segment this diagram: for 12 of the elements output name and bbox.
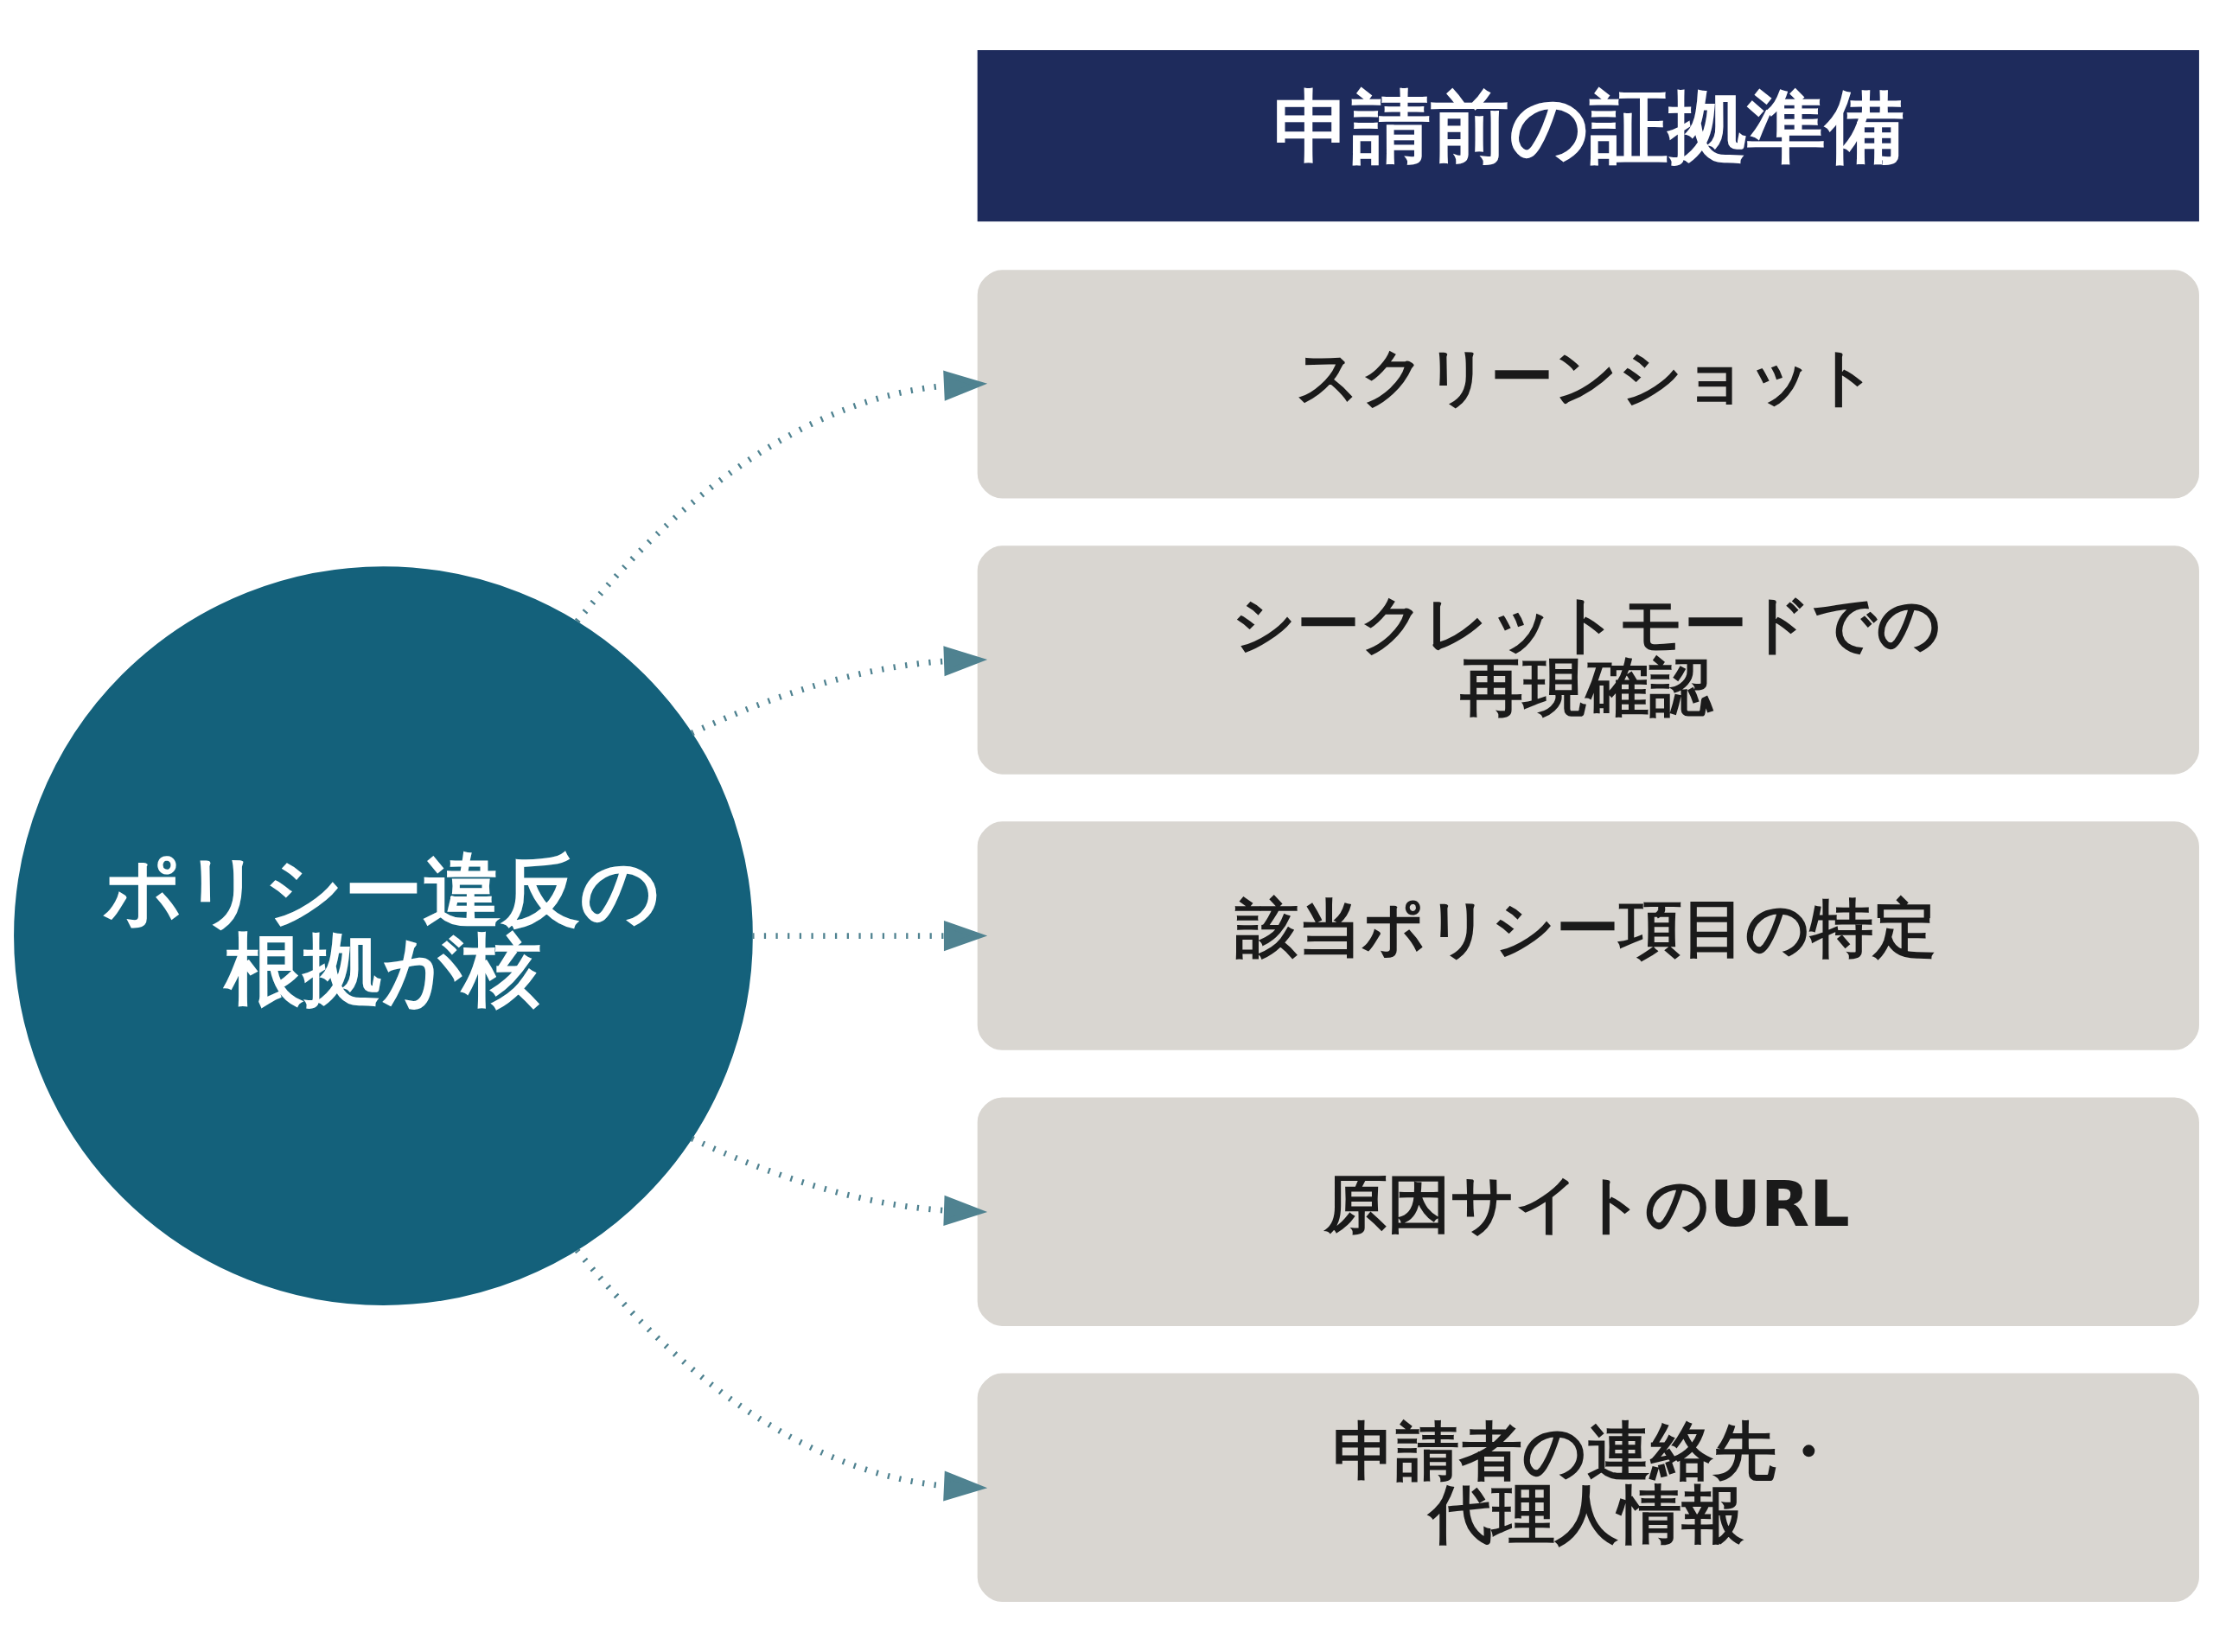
node-box: シークレットモードでの再現確認 bbox=[977, 545, 2199, 775]
arrow bbox=[690, 1135, 988, 1226]
arrow bbox=[574, 1248, 988, 1502]
node-box: 原因サイトのURL bbox=[977, 1097, 2199, 1326]
node-box: 該当ポリシー項目の特定 bbox=[977, 821, 2199, 1050]
node-box: 申請前の証拠準備 bbox=[977, 50, 2199, 222]
arrow bbox=[574, 370, 988, 623]
node-circle: ポリシー違反の根拠が核 bbox=[14, 566, 753, 1305]
node-box: 申請者の連絡先・代理人情報 bbox=[977, 1373, 2199, 1603]
node-box: スクリーンショット bbox=[977, 270, 2199, 499]
arrow bbox=[752, 921, 988, 952]
arrow bbox=[690, 646, 988, 737]
